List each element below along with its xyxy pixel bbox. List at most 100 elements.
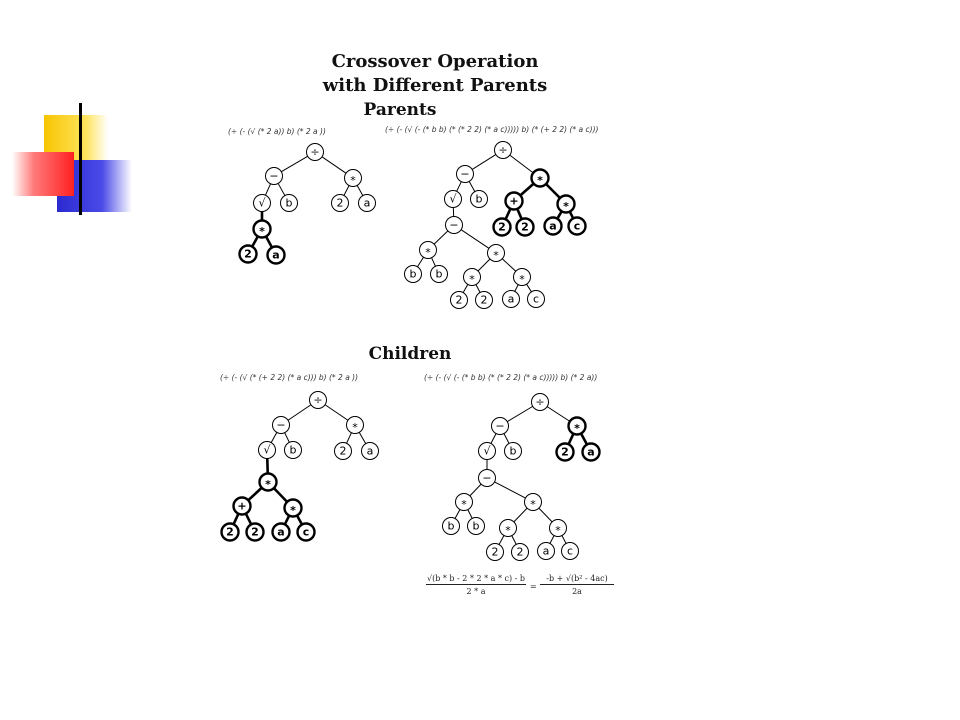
tree-node-circle	[450, 291, 468, 309]
formula-rhs-numerator: -b + √(b² - 4ac)	[540, 574, 614, 585]
tree-node-circle	[581, 442, 601, 462]
tree-edge	[247, 486, 263, 502]
formula-lhs-numerator: √(b * b - 2 * 2 * a * c) - b	[426, 574, 526, 585]
tree-node-label: −	[276, 419, 285, 432]
tree-edge	[295, 514, 304, 526]
tree-node-circle	[543, 216, 563, 236]
tree-node-label: *	[265, 478, 271, 491]
tree-edge	[567, 433, 575, 445]
tree-edge	[433, 230, 449, 245]
tree-edge	[519, 182, 535, 197]
tree-node-circle	[258, 441, 276, 459]
tree-edge	[321, 156, 347, 174]
tree-edge	[561, 535, 567, 544]
tree-node-label: *	[425, 246, 431, 259]
children-label: Children	[368, 344, 452, 364]
tree-node-circle	[444, 190, 462, 208]
tree-node-circle	[478, 469, 496, 487]
tree-node-label: b	[290, 444, 297, 457]
tree-node-circle	[334, 442, 352, 460]
tree-edge	[356, 185, 364, 196]
tree-node-label: 2	[340, 445, 347, 458]
tree-node-circle	[470, 190, 488, 208]
tree-edge	[264, 235, 274, 249]
tree-edge	[546, 406, 571, 422]
tree-node-label: a	[543, 545, 550, 558]
tree-edge	[272, 487, 289, 503]
child2-expression: (÷ (- (√ (- (* b b) (* (* 2 2) (* a c)))…	[424, 373, 598, 382]
tree-node-label: *	[350, 174, 356, 187]
tree-node-circle	[456, 165, 474, 183]
tree-node-circle	[492, 217, 512, 237]
tree-node-label: b	[510, 445, 517, 458]
tree-node-circle	[253, 194, 271, 212]
tree-node-label: √	[483, 445, 491, 458]
tree-node-label: −	[269, 170, 278, 183]
tree-node-label: 2	[244, 248, 252, 261]
tree-node-label: −	[449, 219, 458, 232]
tree-node-circle	[537, 542, 555, 560]
tree-node-label: *	[537, 174, 543, 187]
tree-node-label: ÷	[498, 144, 507, 157]
tree-node-circle	[442, 517, 460, 535]
tree-node-circle	[445, 216, 463, 234]
tree-node-label: a	[272, 249, 279, 262]
tree-node-circle	[306, 143, 324, 161]
tree-edge	[283, 515, 291, 525]
tree-edge	[516, 208, 523, 220]
tree-node-label: ÷	[310, 146, 319, 159]
tree-edge	[511, 535, 517, 545]
tree-node-circle	[358, 194, 376, 212]
tree-edge	[498, 535, 505, 545]
tree-node-label: −	[482, 472, 491, 485]
tree-node-circle	[467, 517, 485, 535]
decorative-vertical-line	[79, 103, 82, 215]
tree-node-label: +	[509, 195, 518, 208]
tree-edge	[501, 258, 517, 272]
tree-node-circle	[265, 167, 283, 185]
tree-node-circle	[531, 393, 549, 411]
tree-edge	[417, 256, 424, 268]
tree-node-circle	[296, 522, 316, 542]
tree-edge	[475, 284, 481, 293]
tree-node-label: c	[574, 220, 581, 233]
tree-node-label: *	[493, 249, 499, 262]
tree-node-label: a	[587, 446, 594, 459]
tree-node-circle	[419, 241, 437, 259]
tree-edge	[277, 183, 286, 196]
tree-node-circle	[491, 417, 509, 435]
parent2-expression: (÷ (- (√ (- (* b b) (* (* 2 2) (* a c)))…	[385, 125, 599, 134]
tree-edge	[244, 513, 253, 525]
tree-edge	[264, 183, 272, 196]
tree-node-label: *	[555, 524, 561, 537]
tree-node-label: 2	[521, 221, 529, 234]
tree-node-label: a	[508, 293, 515, 306]
tree-node-circle	[430, 265, 448, 283]
tree-node-label: *	[563, 200, 569, 213]
tree-edge	[477, 258, 491, 272]
tree-node-circle	[280, 194, 298, 212]
tree-edge	[507, 405, 533, 423]
tree-node-circle	[478, 442, 496, 460]
parents-label: Parents	[363, 100, 437, 120]
tree-edge	[490, 433, 497, 444]
tree-node-circle	[530, 168, 550, 188]
decorative-red-square	[12, 152, 74, 196]
tree-node-circle	[561, 542, 579, 560]
tree-edge	[467, 509, 473, 519]
tree-node-label: b	[473, 520, 480, 533]
tree-node-circle	[504, 442, 522, 460]
tree-node-label: √	[263, 444, 271, 457]
tree-edge	[287, 404, 312, 421]
tree-edge	[556, 210, 563, 220]
tree-node-circle	[220, 522, 240, 542]
tree-node-circle	[272, 416, 290, 434]
tree-edge	[504, 208, 512, 220]
tree-node-label: b	[448, 520, 455, 533]
tree-node-label: *	[519, 273, 525, 286]
tree-node-label: a	[277, 526, 284, 539]
tree-edge	[514, 284, 519, 292]
tree-node-label: *	[505, 524, 511, 537]
